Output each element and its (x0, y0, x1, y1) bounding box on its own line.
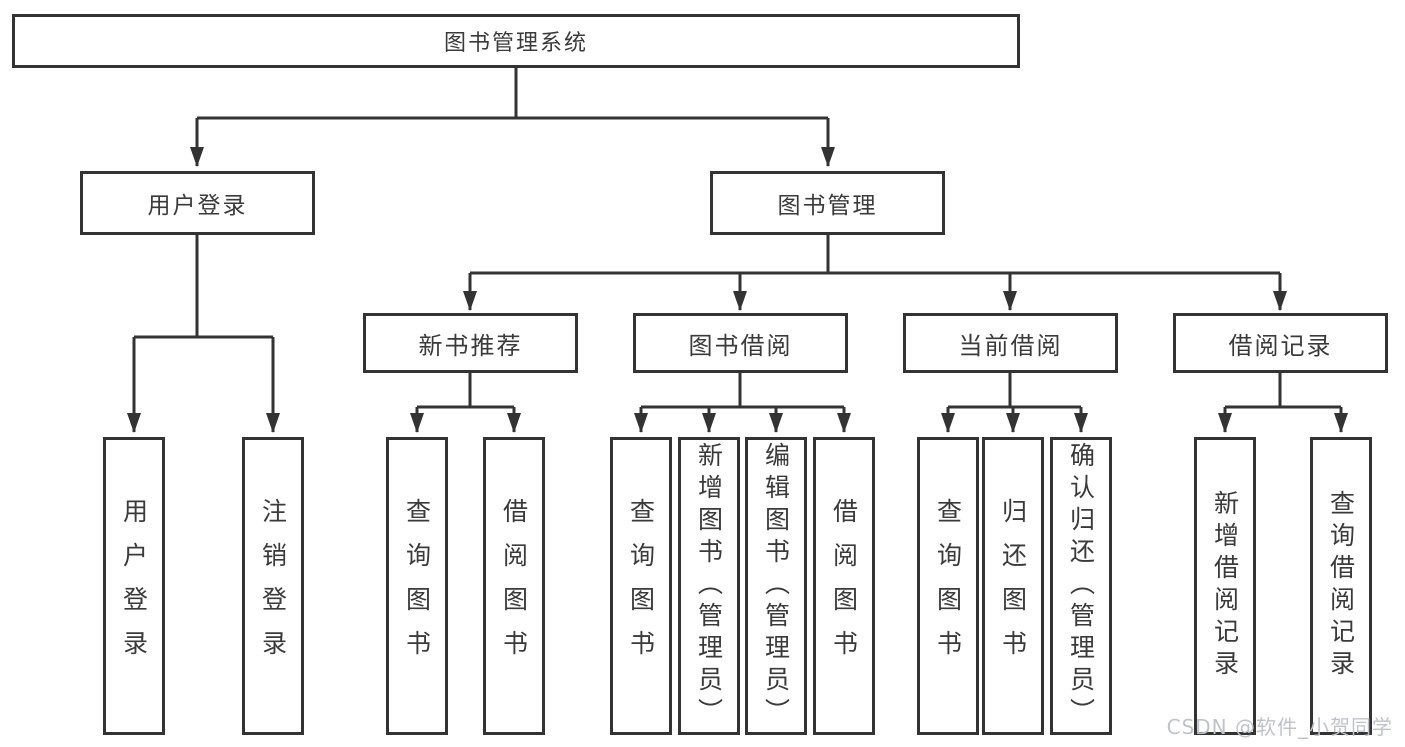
leaf-add-books-admin: 新增图书（管理员） (678, 437, 740, 735)
node-new-book-recommendation: 新书推荐 (363, 313, 578, 373)
leaf-edit-books-admin: 编辑图书（管理员） (745, 437, 807, 735)
leaf-label: 查询借阅记录 (1326, 490, 1356, 682)
leaf-label: 归还图书 (998, 498, 1028, 674)
leaf-label: 注销登录 (258, 498, 288, 674)
watermark: CSDN @软件_小贺同学 (1166, 715, 1393, 739)
leaf-label: 查询图书 (402, 498, 432, 674)
leaf-label: 新增图书（管理员） (694, 442, 724, 730)
leaf-label: 编辑图书（管理员） (761, 442, 791, 730)
leaf-label: 查询图书 (626, 498, 656, 674)
leaf-query-books-current: 查询图书 (917, 437, 979, 735)
leaf-label: 确认归还（管理员） (1066, 442, 1096, 730)
leaf-query-books-borrow: 查询图书 (610, 437, 672, 735)
leaf-borrow-books-recommend: 借阅图书 (483, 437, 545, 735)
node-label: 借阅记录 (1228, 331, 1333, 360)
leaf-logout: 注销登录 (242, 437, 304, 735)
node-current-borrowing: 当前借阅 (903, 313, 1118, 373)
node-borrowing-records: 借阅记录 (1173, 313, 1388, 373)
leaf-return-books: 归还图书 (982, 437, 1044, 735)
leaf-label: 借阅图书 (499, 498, 529, 674)
node-label: 新书推荐 (418, 331, 523, 360)
node-label: 图书借阅 (688, 331, 793, 360)
leaf-label: 查询图书 (933, 498, 963, 674)
node-label: 图书管理 (777, 193, 878, 219)
node-book-management: 图书管理 (710, 171, 945, 235)
leaf-user-login: 用户登录 (103, 437, 165, 735)
node-label: 用户登录 (147, 193, 248, 219)
leaf-label: 用户登录 (119, 498, 149, 674)
node-library-management-system: 图书管理系统 (12, 14, 1020, 68)
node-label: 图书管理系统 (443, 31, 588, 56)
leaf-label: 借阅图书 (829, 498, 859, 674)
leaf-query-books-recommend: 查询图书 (386, 437, 448, 735)
leaf-confirm-return-admin: 确认归还（管理员） (1050, 437, 1112, 735)
leaf-borrow-books: 借阅图书 (813, 437, 875, 735)
leaf-add-borrow-record: 新增借阅记录 (1194, 437, 1256, 735)
node-book-borrowing: 图书借阅 (633, 313, 848, 373)
leaf-query-borrow-record: 查询借阅记录 (1310, 437, 1372, 735)
node-user-login: 用户登录 (80, 171, 315, 235)
leaf-label: 新增借阅记录 (1210, 490, 1240, 682)
node-label: 当前借阅 (958, 331, 1063, 360)
